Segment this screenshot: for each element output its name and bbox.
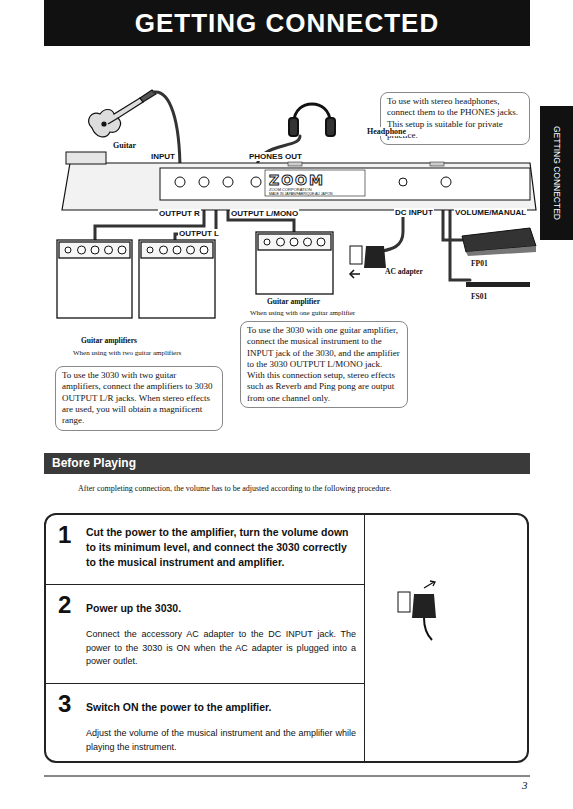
- label: 3: [521, 779, 529, 792]
- steps-box: 1 Cut the power to the amplifier, turn th…: [44, 513, 529, 763]
- note-box: To use the 3030 with two guitar amplifie…: [55, 366, 223, 431]
- side-tab: GETTING CONNECTED: [540, 106, 573, 240]
- label: Guitar amplifier: [266, 298, 321, 307]
- guitar-icon: [89, 90, 156, 137]
- label: AC adapter: [384, 268, 424, 277]
- label: When using with one guitar amplifier: [249, 309, 356, 317]
- step-body: Connect the accessory AC adapter to the …: [86, 628, 356, 669]
- pedals: [462, 228, 536, 287]
- label: Guitar amplifiers: [80, 337, 138, 346]
- step-heading: Switch ON the power to the amplifier.: [86, 700, 356, 715]
- note-box: To use the 3030 with one guitar amplifie…: [240, 321, 408, 408]
- label: OUTPUT L/MONO: [230, 209, 299, 218]
- label: ZOOM: [268, 172, 326, 188]
- label: DC INPUT: [394, 208, 434, 217]
- step-body: Adjust the volume of the musical instrum…: [86, 727, 356, 754]
- headphone-icon: [289, 104, 335, 136]
- step-number: 3: [58, 692, 71, 716]
- node-text: To use the 3030 with one guitar amplifie…: [247, 325, 401, 404]
- page-title: GETTING CONNECTED: [135, 8, 439, 39]
- plug-icon: [398, 581, 436, 640]
- node-text: To use the 3030 with two guitar amplifie…: [62, 370, 216, 426]
- label: After completing connection, the volume …: [77, 484, 392, 493]
- rule-line: [44, 776, 530, 777]
- note-box: To use with stereo headphones, connect t…: [380, 92, 530, 145]
- label: Guitar: [112, 141, 137, 150]
- node-text: Before Playing: [52, 456, 522, 470]
- step-row: 3 Switch ON the power to the amplifier. Ad…: [46, 684, 364, 761]
- node-text: GETTING CONNECTED: [552, 126, 562, 220]
- label: OUTPUT L: [178, 229, 220, 238]
- label: ZOOM CORPORATION: [268, 188, 313, 193]
- step-row: 2 Power up the 3030. Connect the accessory…: [46, 585, 364, 684]
- step-number: 2: [58, 593, 71, 617]
- step-heading: Power up the 3030.: [86, 601, 356, 616]
- section-band: Before Playing: [44, 453, 530, 474]
- step-heading: Cut the power to the amplifier, turn the…: [86, 525, 356, 571]
- column-divider: [364, 515, 365, 761]
- ac-adapter-icon: [350, 246, 386, 278]
- step-row: 1 Cut the power to the amplifier, turn th…: [46, 515, 364, 585]
- label: FS01: [470, 293, 488, 302]
- label: PHONES OUT: [248, 152, 303, 161]
- effects-unit: [62, 152, 536, 210]
- title-bar: GETTING CONNECTED: [44, 0, 530, 46]
- label: OUTPUT R: [158, 209, 201, 218]
- amp-knobs: [65, 238, 325, 254]
- amplifiers: [57, 232, 333, 318]
- node-text: To use with stereo headphones, connect t…: [387, 96, 523, 141]
- label: VOLUME/MANUAL: [454, 208, 527, 217]
- label: MADE IN JAPAN/FABRIQUE AU JAPON: [268, 192, 334, 196]
- label: Headphone: [366, 127, 407, 136]
- label: When using with two guitar amplifiers: [72, 349, 182, 357]
- label: FP01: [470, 260, 489, 269]
- label: INPUT: [150, 152, 176, 161]
- step-number: 1: [58, 523, 71, 547]
